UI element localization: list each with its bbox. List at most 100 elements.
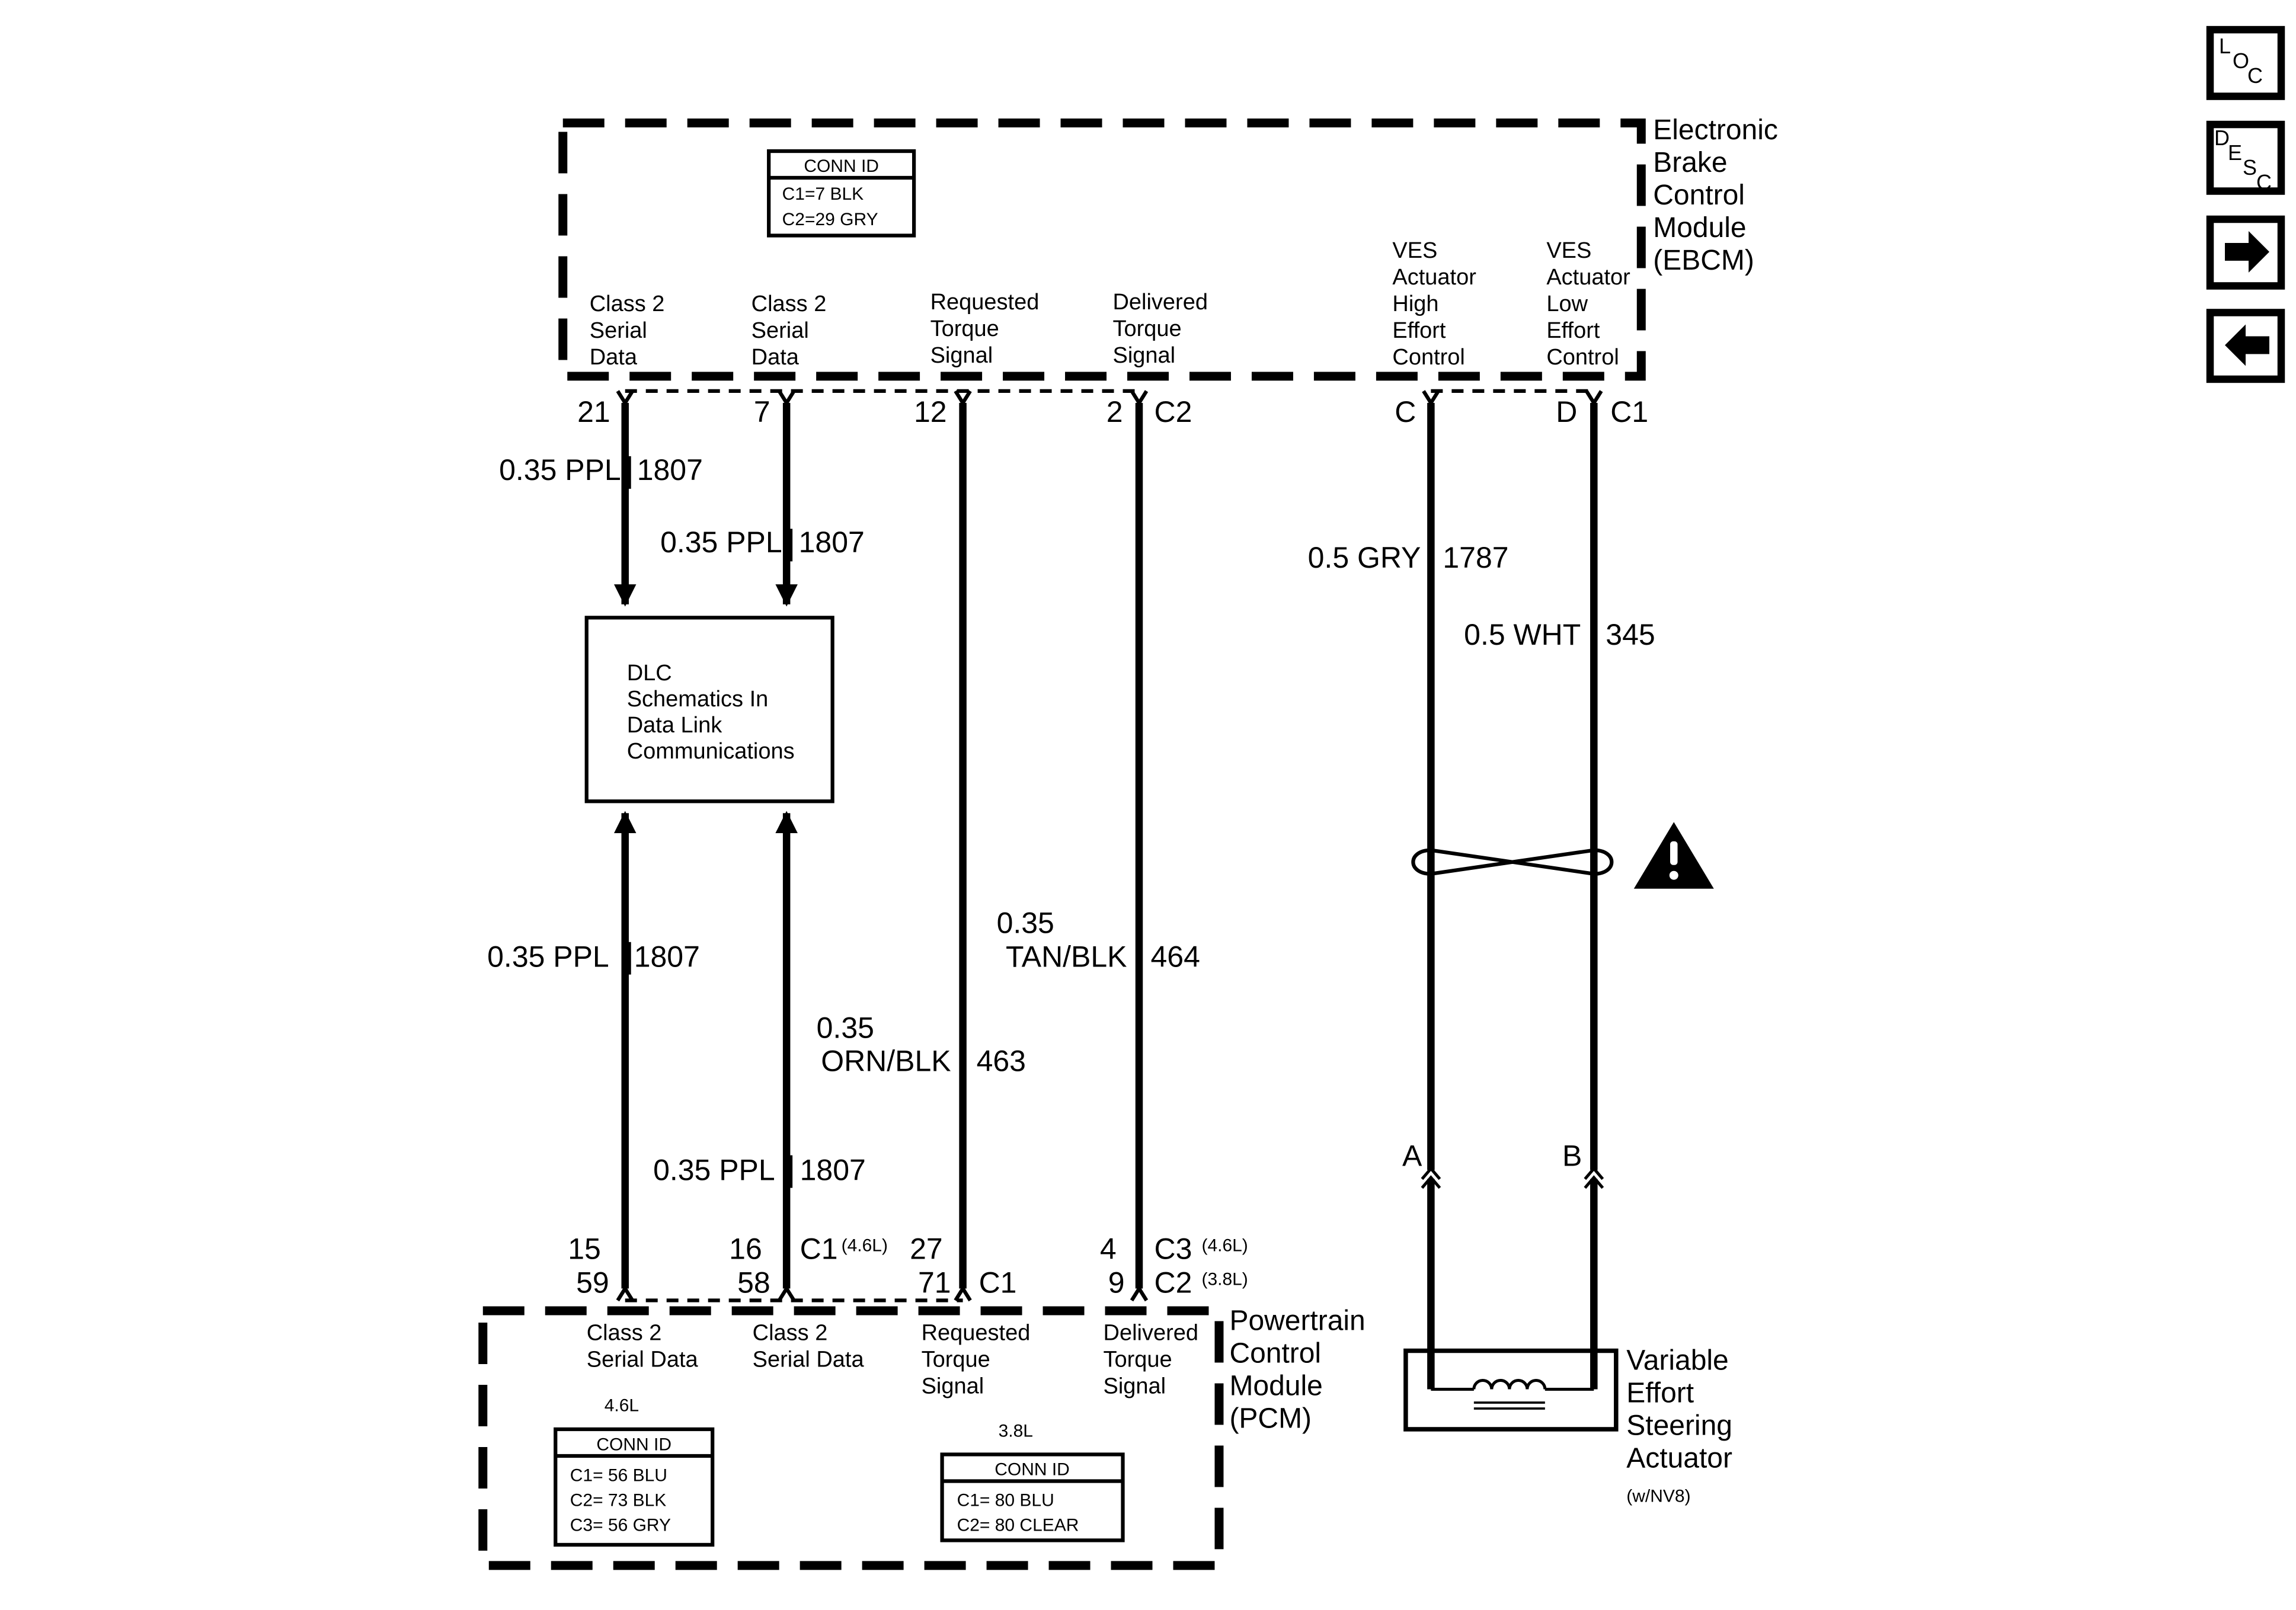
arrow-right-icon[interactable] <box>2206 215 2285 290</box>
pcm-pin-number: 71 <box>918 1266 951 1299</box>
svg-text:463: 463 <box>977 1045 1026 1078</box>
pcm-pin-number: 16 <box>729 1233 762 1266</box>
pcm-pin-label: Class 2 Serial Data <box>587 1321 699 1372</box>
wire-gauge: 0.35 <box>817 1012 874 1045</box>
ebcm-pin-number: D <box>1556 395 1577 428</box>
pcm-name: Powertrain Control Module (PCM) <box>1229 1305 1373 1435</box>
wire-color: ORN/BLK <box>821 1045 951 1078</box>
ebcm-conn-id-title: CONN ID <box>804 156 879 176</box>
pcm-terminals <box>616 1285 1149 1302</box>
desc-letter: C <box>2256 170 2272 194</box>
svg-text:TAN/BLK: TAN/BLK <box>1006 940 1127 974</box>
actuator-connector-icon <box>1421 1166 1604 1189</box>
svg-text:1807: 1807 <box>799 526 865 559</box>
wire-color: TAN/BLK <box>1006 940 1127 974</box>
pcm-connector-c1-label: C1 <box>800 1233 838 1266</box>
actuator-pin-a: A <box>1402 1140 1422 1173</box>
wire-circuit-number: 463 <box>977 1045 1026 1078</box>
svg-text:(4.6L): (4.6L) <box>842 1236 888 1256</box>
svg-text:B: B <box>1562 1140 1582 1173</box>
svg-text:1807: 1807 <box>637 453 703 486</box>
nav-loc-button[interactable]: L O C <box>2206 25 2285 100</box>
wire-circuit-number: 1807 <box>800 1154 866 1187</box>
svg-text:7: 7 <box>754 395 770 428</box>
svg-text:0.35 PPL: 0.35 PPL <box>660 526 782 559</box>
ebcm-pin-label-2: Delivered Torque Signal <box>1113 290 1214 368</box>
desc-letter: D <box>2214 126 2230 150</box>
wire-gauge-color: 0.35 PPL <box>660 526 782 559</box>
svg-text:C1: C1 <box>979 1266 1017 1299</box>
svg-text:(4.6L) (3.8L): (4.6L) (3.8L) <box>1201 1236 1253 1289</box>
ebcm-pin-label-21: Class 2 Serial Data <box>590 292 671 370</box>
pcm-conn-row: C3= 56 GRY <box>570 1515 671 1535</box>
svg-text:16 58: 16 58 <box>729 1233 770 1299</box>
loc-letter: L <box>2219 34 2231 58</box>
ebcm-boundary <box>558 119 1646 381</box>
pcm-pin-number: 59 <box>576 1266 609 1299</box>
loc-letter: O <box>2233 49 2249 73</box>
pcm-pin-number: 4 <box>1100 1233 1117 1266</box>
svg-text:D E S C: D E S C <box>2214 126 2272 194</box>
dlc-label: DLC Schematics In Data Link Communicatio… <box>627 661 795 764</box>
svg-text:0.35 PPL: 0.35 PPL <box>499 453 621 486</box>
pcm-conn-38-label: 3.8L <box>999 1421 1033 1441</box>
wire-gauge-color: 0.5 GRY <box>1308 541 1421 574</box>
pcm-pin-number: 9 <box>1108 1266 1125 1299</box>
ebcm-pin-label-c: VES Actuator High Effort Control <box>1392 238 1482 370</box>
loc-letter: C <box>2247 63 2263 88</box>
wire-circuit-number: 345 <box>1606 618 1655 651</box>
svg-text:C: C <box>1395 395 1416 428</box>
pcm-conn-row: C1= 56 BLU <box>570 1465 667 1485</box>
svg-text:0.35 PPL: 0.35 PPL <box>487 940 609 974</box>
pcm-connector-note: (4.6L) <box>1201 1236 1248 1256</box>
svg-text:15 59: 15 59 <box>568 1233 609 1299</box>
pcm-pin-label: Class 2 Serial Data <box>753 1321 865 1372</box>
pcm-module: 15 59 16 58 C1 (4.6L) 27 71 C1 4 9 C3 C2… <box>478 1233 1373 1570</box>
pcm-conn-46-label: 4.6L <box>605 1395 639 1415</box>
nav-desc-button[interactable]: D E S C <box>2206 120 2285 195</box>
caution-icon <box>1633 822 1714 889</box>
svg-text:2: 2 <box>1107 395 1123 428</box>
svg-text:0.5 WHT: 0.5 WHT <box>1464 618 1581 651</box>
svg-text:464: 464 <box>1150 940 1200 974</box>
svg-text:4 9: 4 9 <box>1100 1233 1125 1299</box>
actuator-note: (w/NV8) <box>1626 1486 1690 1506</box>
wire-circuit-number: 1807 <box>637 453 703 486</box>
svg-text:C1= 80 BLU C2= 80 CLEA: C1= 80 BLU C2= 80 CLEAR <box>957 1490 1079 1535</box>
svg-text:1807: 1807 <box>634 940 700 974</box>
ebcm-pin-label-d: VES Actuator Low Effort Control <box>1546 238 1636 370</box>
actuator-name: Variable Effort Steering Actuator <box>1626 1345 1740 1474</box>
desc-letter: E <box>2228 140 2242 165</box>
actuator-pin-b: B <box>1562 1140 1582 1173</box>
pcm-conn-id-title: CONN ID <box>596 1435 671 1454</box>
desc-letter: S <box>2243 155 2257 180</box>
ebcm-connector-c2-label: C2 <box>1154 395 1192 428</box>
pcm-conn-row: C1= 80 BLU <box>957 1490 1054 1510</box>
pcm-pin-label: Requested Torque Signal <box>922 1321 1037 1399</box>
ebcm-pin-number: 7 <box>754 395 770 428</box>
wires <box>613 402 1598 1289</box>
ebcm-pin-number: 2 <box>1107 395 1123 428</box>
svg-text:0.35: 0.35 <box>817 1012 874 1045</box>
pcm-connector-note: (4.6L) <box>842 1236 888 1256</box>
ebcm-module: Electronic Brake Control Module (EBCM) C… <box>558 114 1778 428</box>
wire-gauge: 0.35 <box>997 907 1054 940</box>
wire-labels: 0.35 PPL 1807 0.35 PPL 1807 0.35 PPL 180… <box>487 453 1655 1188</box>
svg-text:CONN ID: CONN ID <box>596 1435 671 1454</box>
pcm-pin-label: Delivered Torque Signal <box>1104 1321 1205 1399</box>
svg-text:1807: 1807 <box>800 1154 866 1187</box>
ebcm-conn-id-table: CONN ID C1=7 BLK C2=29 GRY <box>767 149 916 238</box>
svg-text:D: D <box>1556 395 1577 428</box>
pcm-pin-number: 58 <box>737 1266 770 1299</box>
pcm-conn-id-38-table: CONN ID C1= 80 BLU C2= 80 CLEAR <box>940 1452 1125 1542</box>
pcm-conn-id-title: CONN ID <box>994 1459 1070 1479</box>
pcm-connector-c2-label: C2 <box>1154 1266 1192 1299</box>
svg-text:C1: C1 <box>1610 395 1648 428</box>
wire-circuit-number: 1807 <box>799 526 865 559</box>
dlc-box: DLC Schematics In Data Link Communicatio… <box>584 616 834 804</box>
wire-circuit-number: 1787 <box>1443 541 1508 574</box>
wire-circuit-number: 1807 <box>634 940 700 974</box>
arrow-left-icon[interactable] <box>2206 309 2285 383</box>
svg-text:C1: C1 <box>800 1233 838 1266</box>
steering-actuator: A B Variable Effort Steering Actuator (w… <box>1402 1140 1740 1506</box>
